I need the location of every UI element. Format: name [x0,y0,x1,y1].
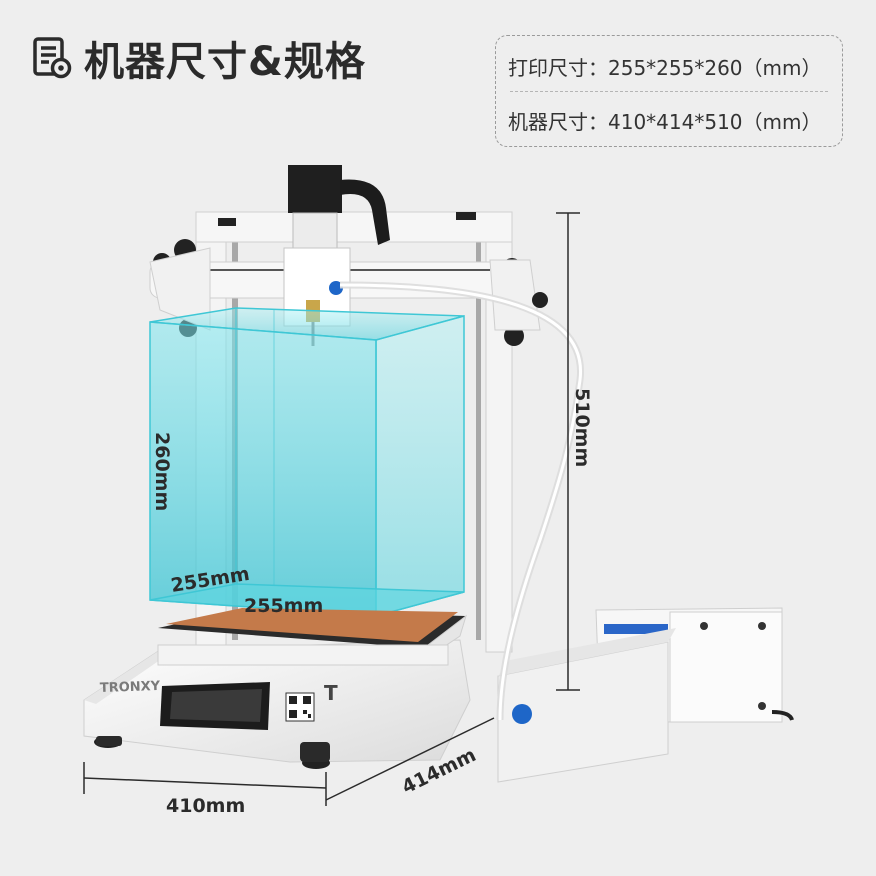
page-title: 机器尺寸&规格 [84,39,366,85]
width-dimension: 410mm [166,795,245,817]
filament-dryer [497,607,794,783]
build-volume [149,307,465,617]
document-gear-icon [33,37,72,79]
machine-size-spec: 机器尺寸：410*414*510（mm） [508,110,822,134]
print-size-spec: 打印尺寸：255*255*260（mm） [508,56,822,80]
brand-mark: T [324,681,338,705]
spec-box: 打印尺寸：255*255*260（mm） 机器尺寸：410*414*510（mm… [495,35,843,147]
spec-divider [510,91,828,92]
build-width-dimension: 255mm [244,595,323,617]
brand-logo: TRONXY [100,679,161,696]
header: 机器尺寸&规格 [32,30,366,86]
extruder [283,165,390,346]
build-height-dimension: 260mm [151,432,173,511]
heated-bed [157,608,467,666]
qr-code [285,692,315,722]
printer-base [83,639,471,769]
dimension-lines [83,212,580,806]
height-dimension: 510mm [571,388,593,467]
touch-screen [160,682,270,730]
